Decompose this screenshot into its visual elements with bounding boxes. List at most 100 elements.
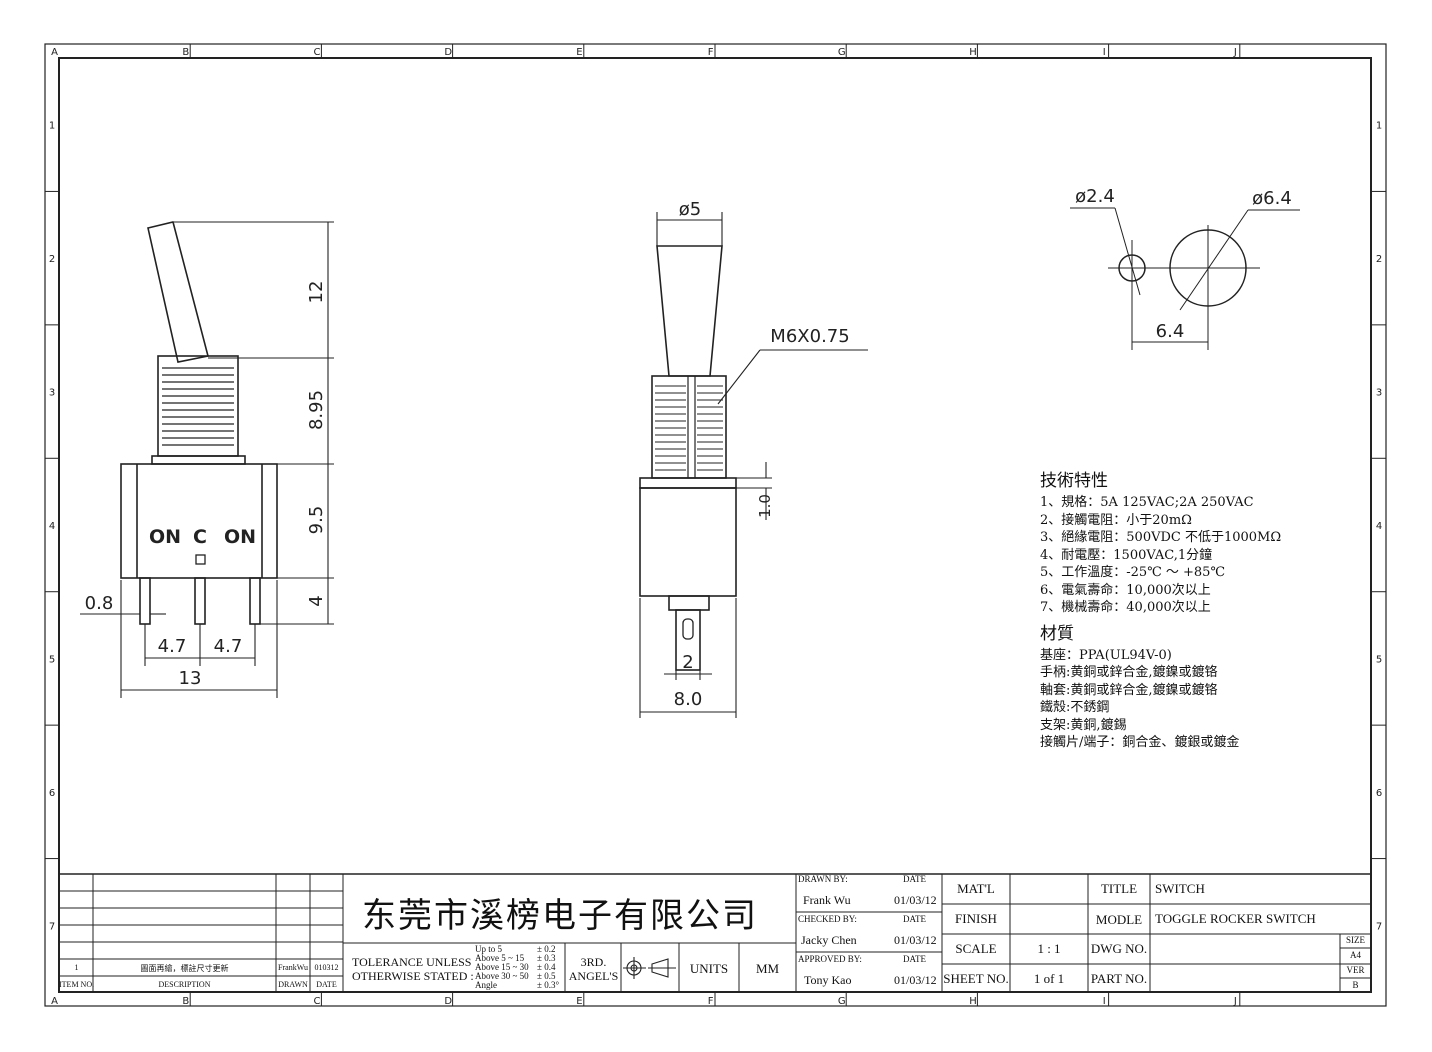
materials-list: 基座：PPA(UL94V-0) 手柄:黄銅或鋅合金,鍍鎳或鍍铬 軸套:黄銅或鋅合… xyxy=(1040,647,1370,752)
tolerance-range: Above 5 ~ 15 xyxy=(475,953,525,963)
tolerance-range: Up to 5 xyxy=(475,944,502,954)
panel-cutout xyxy=(1070,207,1300,350)
grid-zone-label: C xyxy=(314,996,321,1007)
grid-zone-label: I xyxy=(1103,47,1106,58)
dim-terminal-width: 2 xyxy=(682,652,693,673)
sheet-label: SHEET NO. xyxy=(943,971,1009,986)
dim-thread: M6X0.75 xyxy=(770,326,849,347)
revision-description: 圖面再繪，標註尺寸更新 xyxy=(140,964,229,973)
revision-item: 1 xyxy=(74,963,79,972)
ver-value: B xyxy=(1352,980,1359,990)
header-drawn: DRAWN xyxy=(278,980,308,989)
grid-zone-label: A xyxy=(51,996,58,1007)
ver-label: VER xyxy=(1346,965,1365,975)
tolerance-value: ± 0.4 xyxy=(537,962,556,972)
grid-zone-label: J xyxy=(1233,996,1237,1007)
grid-zone-label: 3 xyxy=(49,388,55,399)
date-approved: 01/03/12 xyxy=(894,973,937,987)
front-lever xyxy=(656,245,723,377)
projection-label: 3RD. ANGEL'S xyxy=(568,955,619,983)
dim-overall-width: 13 xyxy=(179,668,202,689)
header-description: DESCRIPTION xyxy=(158,980,211,989)
side-pin-left xyxy=(139,577,151,625)
sheet-value: 1 of 1 xyxy=(1033,971,1065,986)
spec-item: 1、規格：5A 125VAC;2A 250VAC xyxy=(1040,495,1254,510)
date-drawn: 01/03/12 xyxy=(894,893,937,907)
label-center: C xyxy=(193,526,207,548)
grid-zone-label: 3 xyxy=(1376,388,1382,399)
dim-terminal: 4 xyxy=(306,595,327,606)
scale-value: 1 : 1 xyxy=(1037,941,1061,956)
material-item: 手柄:黄銅或鋅合金,鍍鎳或鍍铬 xyxy=(1040,665,1218,680)
grid-zone-label: H xyxy=(969,996,977,1007)
drawn-by: Frank Wu xyxy=(803,893,851,907)
grid-zone-label: 7 xyxy=(1376,921,1382,932)
tolerance-label-1: TOLERANCE UNLESS xyxy=(352,955,472,969)
grid-zone-label: 4 xyxy=(1376,521,1382,532)
front-dimensions xyxy=(639,212,868,718)
header-item-no: ITEM NO. xyxy=(59,980,95,989)
dim-spacing: 6.4 xyxy=(1156,321,1185,342)
grid-zone-label: I xyxy=(1103,996,1106,1007)
cutout-dim-text: ø2.4 ø6.4 6.4 xyxy=(1075,186,1292,342)
dim-nut-height: 1.0 xyxy=(756,494,774,518)
front-nut xyxy=(639,477,737,489)
tolerance-value: ± 0.2 xyxy=(537,944,556,954)
tolerance-values: ± 0.2 ± 0.3 ± 0.4 ± 0.5 ± 0.3° xyxy=(537,945,559,990)
grid-zone-label: G xyxy=(838,47,846,58)
approved-by: Tony Kao xyxy=(804,973,852,987)
tolerance-range: Above 15 ~ 30 xyxy=(475,962,529,972)
approved-by-label: APPROVED BY: xyxy=(798,954,862,964)
grid-zone-label: D xyxy=(444,47,452,58)
units-value: MM xyxy=(755,961,780,976)
grid-zone-label: E xyxy=(576,996,582,1007)
title-label: TITLE xyxy=(1100,881,1138,896)
dim-body: 9.5 xyxy=(306,506,327,535)
date-label: DATE xyxy=(903,914,926,924)
spec-item: 5、工作溫度：-25℃ ～ +85℃ xyxy=(1040,565,1225,580)
grid-zone-label: 2 xyxy=(49,254,55,265)
tolerance-value: ± 0.5 xyxy=(537,971,556,981)
matl-label: MAT'L xyxy=(957,881,995,896)
grid-zone-label: A xyxy=(51,47,58,58)
front-thread-lines xyxy=(655,385,723,471)
grid-zone-label: J xyxy=(1233,47,1237,58)
front-body xyxy=(639,487,737,597)
projection-symbol-icon xyxy=(623,957,676,979)
title-value: SWITCH xyxy=(1155,881,1205,896)
tolerance-value: ± 0.3 xyxy=(537,953,556,963)
drawn-by-label: DRAWN BY: xyxy=(798,874,848,884)
side-nut xyxy=(151,455,246,465)
part-label: PART NO. xyxy=(1090,971,1148,986)
side-dim-text: 12 8.95 9.5 4 0.8 4.7 4.7 13 xyxy=(85,281,327,689)
side-body xyxy=(120,463,278,579)
grid-zone-label: F xyxy=(708,996,714,1007)
scale-label: SCALE xyxy=(955,941,997,956)
spec-item: 2、接觸電阻：小于20mΩ xyxy=(1040,512,1192,528)
grid-zone-label: C xyxy=(314,47,321,58)
size-value: A4 xyxy=(1350,950,1361,960)
dim-small-hole: ø2.4 xyxy=(1075,186,1115,207)
spec-item: 4、耐電壓：1500VAC,1分鐘 xyxy=(1040,547,1213,563)
label-on-left: ON xyxy=(149,526,181,548)
size-label: SIZE xyxy=(1346,935,1365,945)
specs-list: 1、規格：5A 125VAC;2A 250VAC 2、接觸電阻：小于20mΩ 3… xyxy=(1040,494,1370,617)
revision-drawn: FrankWu xyxy=(278,963,308,972)
title-block-grid xyxy=(59,873,1371,992)
grid-zone-label: 6 xyxy=(1376,788,1382,799)
material-item: 接觸片/端子：銅合金、鍍銀或鍍金 xyxy=(1040,735,1240,750)
side-thread-lines xyxy=(162,367,234,446)
grid-zone-label: E xyxy=(576,47,582,58)
front-terminal xyxy=(675,609,701,671)
checked-by: Jacky Chen xyxy=(801,933,857,947)
front-terminal-base xyxy=(668,595,710,611)
tolerance-label-2: OTHERWISE STATED : xyxy=(352,969,474,983)
dim-bushing: 8.95 xyxy=(306,390,327,430)
grid-zone-label: G xyxy=(838,996,846,1007)
grid-ticks xyxy=(45,44,1386,1006)
date-label: DATE xyxy=(903,954,926,964)
label-on-right: ON xyxy=(224,526,256,548)
materials-title: 材質 xyxy=(1040,623,1074,644)
